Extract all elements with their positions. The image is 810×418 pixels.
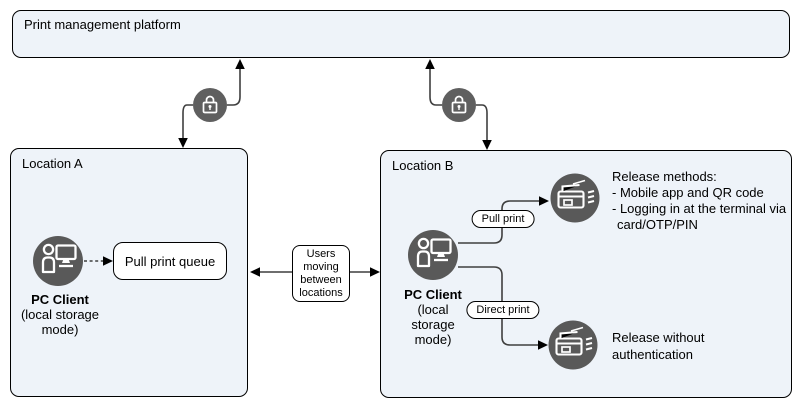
pc-client-a-caption: PC Client (local storage mode): [0, 292, 120, 337]
arrowheads: [103, 59, 549, 350]
platform-title: Print management platform: [24, 17, 181, 32]
pc-client-a-mode-line: (local storage: [20, 307, 100, 322]
lock-icon: [442, 88, 476, 122]
release-without-line: authentication: [612, 347, 693, 362]
users-moving-line: between: [300, 273, 342, 286]
pc-client-b-name: PC Client: [404, 287, 462, 302]
pc-client-b-mode-line: storage: [411, 317, 455, 332]
pull-print-label-pill: Pull print: [471, 210, 535, 228]
release-methods-line: card/OTP/PIN: [617, 217, 698, 232]
location-a-label: Location A: [22, 156, 83, 171]
pull-print-queue-label: Pull print queue: [124, 253, 216, 269]
users-moving-line: locations: [299, 286, 343, 299]
secure-channel-right: [429, 69, 488, 140]
pc-client-icon: [408, 230, 458, 280]
printer-icon: [548, 320, 598, 370]
users-moving-line: moving: [303, 260, 339, 273]
pc-client-b-mode-line: mode): [414, 332, 452, 347]
pc-client-icon: [33, 236, 83, 286]
release-methods-line: Release methods:: [612, 169, 717, 184]
release-methods-line: - Mobile app and QR code: [612, 185, 764, 200]
users-moving-node: Users moving between locations: [292, 245, 350, 302]
release-methods-text: Release methods: - Mobile app and QR cod…: [612, 169, 786, 233]
print-management-platform-box: [12, 10, 790, 58]
release-without-auth-text: Release without authentication: [612, 329, 705, 363]
release-without-line: Release without: [612, 330, 705, 345]
pc-client-a-mode-line: mode): [41, 322, 79, 337]
location-b-label: Location B: [392, 158, 454, 173]
pc-client-b-caption: PC Client (local storage mode): [373, 287, 493, 347]
pc-client-a-name: PC Client: [31, 292, 89, 307]
direct-print-label-pill: Direct print: [466, 301, 540, 319]
users-moving-line: Users: [306, 247, 336, 260]
release-methods-line: - Logging in at the terminal via: [612, 201, 787, 216]
pull-print-queue-node: Pull print queue: [113, 242, 227, 280]
secure-channel-left: [182, 69, 241, 138]
pc-client-b-mode-line: (local: [417, 302, 449, 317]
lock-icon: [193, 88, 227, 122]
printer-icon: [550, 173, 600, 223]
